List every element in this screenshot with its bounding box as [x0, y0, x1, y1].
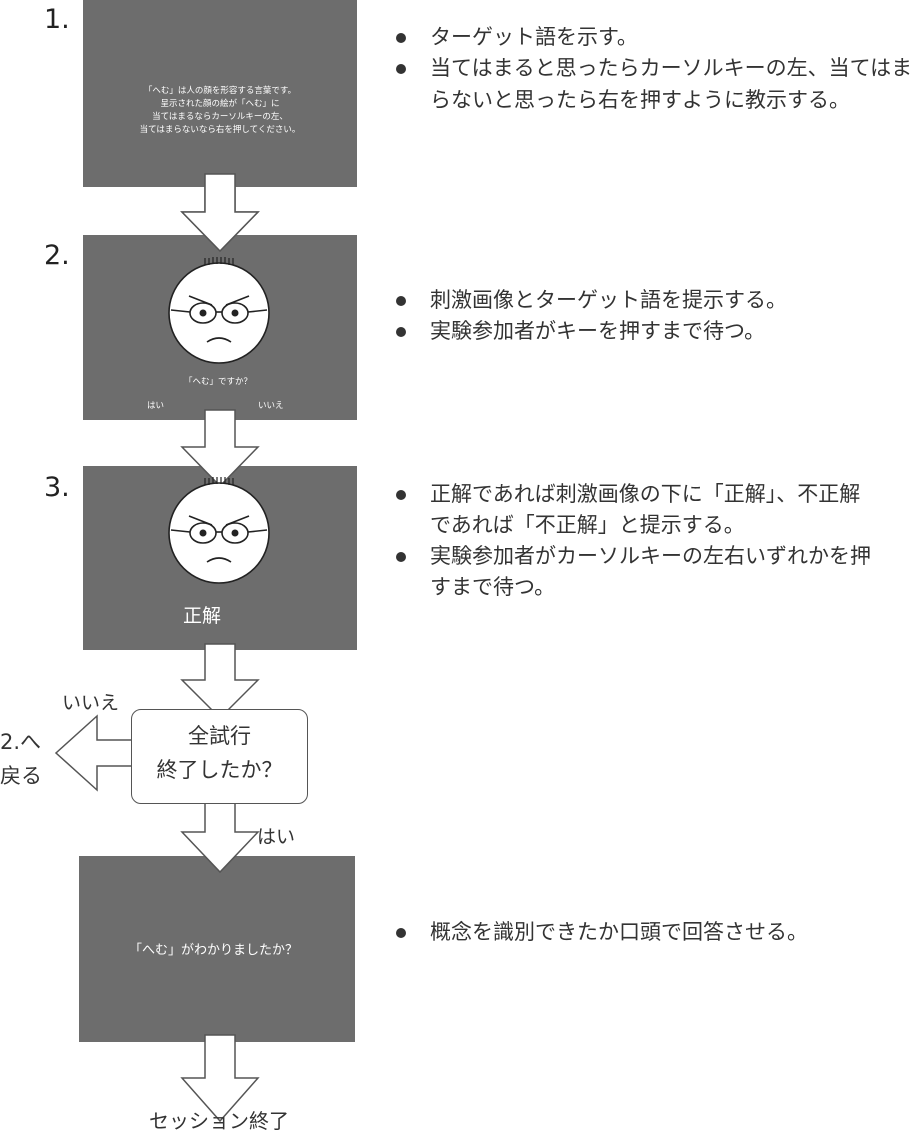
step-3-description-2: 実験参加者がカーソルキーの左右いずれかを押 [392, 541, 871, 572]
decision-line-2: 終了したか？ [156, 758, 283, 782]
step-3-description: 正解であれば刺激画像の下に「正解」、不正解 [392, 479, 860, 510]
screen-3-feedback: 正解 [83, 466, 357, 650]
return-label-line-2: 戻る [0, 764, 42, 788]
screen-final-question: 「へむ」がわかりましたか？ [79, 856, 355, 1042]
final-question-text: 「へむ」がわかりましたか？ [129, 943, 299, 958]
yes-option-label: はい [147, 401, 165, 411]
instruction-text: 「へむ」は人の顔を形容する言葉です。 呈示された顔の絵が「へむ」に 当てはまるな… [139, 86, 301, 135]
decision-no-label: いいえ [62, 692, 120, 714]
screen-2-stimulus: 「へむ」ですか？ はい いいえ [83, 235, 357, 420]
no-option-label: いいえ [258, 401, 284, 411]
feedback-text: 正解 [183, 605, 222, 627]
bullet-continuation: であれば「不正解」と提示する。 [430, 513, 745, 537]
bullet-continuation: らないと思ったら右を押すように教示する。 [430, 88, 850, 112]
session-end-label: セッション終了 [149, 1109, 289, 1133]
step-number-1: 1. [44, 4, 70, 35]
bullet-item: 当てはまると思ったらカーソルキーの左、当てはま [392, 53, 912, 84]
step-number-3: 3. [44, 472, 70, 503]
return-label-line-1: 2.へ [0, 730, 42, 754]
step-1-description: ターゲット語を示す。 当てはまると思ったらカーソルキーの左、当てはま [392, 22, 912, 84]
bullet-item: 正解であれば刺激画像の下に「正解」、不正解 [392, 479, 860, 510]
bullet-item: 概念を識別できたか口頭で回答させる。 [392, 917, 808, 948]
decision-yes-label: はい [257, 826, 296, 848]
bullet-continuation: すまで待つ。 [430, 575, 556, 599]
screen-1-instructions: 「へむ」は人の顔を形容する言葉です。 呈示された顔の絵が「へむ」に 当てはまるな… [83, 0, 357, 187]
step-number-2: 2. [44, 240, 70, 271]
bullet-item: 実験参加者がカーソルキーの左右いずれかを押 [392, 541, 871, 572]
decision-line-1: 全試行 [188, 724, 251, 748]
bullet-item: 実験参加者がキーを押すまで待つ。 [392, 316, 787, 347]
question-text: 「へむ」ですか？ [184, 377, 253, 387]
decision-box: 全試行 終了したか？ [131, 709, 308, 804]
step-2-description: 刺激画像とターゲット語を提示する。 実験参加者がキーを押すまで待つ。 [392, 285, 787, 347]
final-description: 概念を識別できたか口頭で回答させる。 [392, 917, 808, 948]
bullet-item: 刺激画像とターゲット語を提示する。 [392, 285, 787, 316]
bullet-item: ターゲット語を示す。 [392, 22, 912, 53]
